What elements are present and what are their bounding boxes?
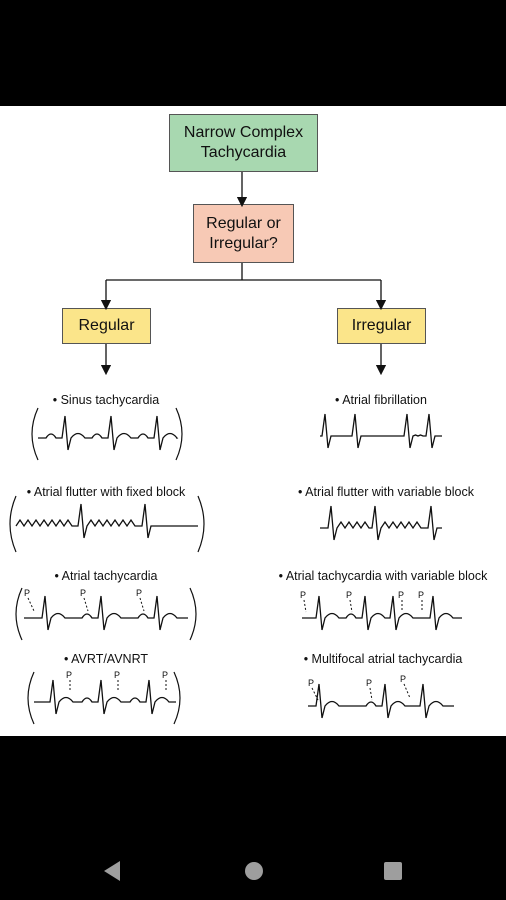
decision-line-2: Irregular? [209, 234, 278, 252]
regular-item-4: • AVRT/AVNRT [63, 652, 149, 666]
p-wave-mat-2-label: P [366, 678, 372, 688]
back-button[interactable] [84, 836, 144, 900]
ecg-atrial-flutter-fixed [15, 503, 198, 539]
irregular-item-3: • Atrial tachycardia with variable block [278, 569, 488, 583]
back-icon [104, 861, 120, 881]
p-wave-atv-2-arrow [349, 599, 353, 613]
bracket-left-avrt-open [27, 671, 35, 725]
p-wave-at-3-label: P [136, 588, 142, 598]
home-button[interactable] [224, 836, 284, 900]
p-wave-atv-3-label: P [398, 590, 404, 600]
recents-icon [384, 862, 402, 880]
recents-button[interactable] [363, 836, 423, 900]
root-line-2: Tachycardia [200, 144, 287, 161]
root-line-1: Narrow Complex [183, 124, 304, 141]
bracket-left-sinus-close [175, 407, 183, 461]
p-wave-at-2-arrow [83, 597, 89, 612]
bracket-left-flutter-close [197, 495, 205, 553]
p-wave-atv-1-label: P [300, 590, 306, 600]
ecg-atrial-flutter-variable [320, 505, 442, 541]
ecg-atrial-tachycardia-variable [302, 595, 462, 631]
regular-item-2: • Atrial flutter with fixed block [26, 485, 186, 499]
p-wave-at-1-label: P [24, 588, 30, 598]
bracket-left-at-open [15, 587, 23, 641]
root-box: Narrow Complex Tachycardia [169, 114, 318, 172]
irregular-item-1: • Atrial fibrillation [335, 393, 427, 407]
bracket-left-avrt-close [173, 671, 181, 725]
p-wave-at-2-label: P [80, 588, 86, 598]
bracket-left-sinus-open [31, 407, 39, 461]
ecg-atrial-fibrillation [320, 413, 442, 449]
decision-line-1: Regular or [206, 214, 281, 232]
p-wave-mat-3-arrow [403, 683, 411, 699]
irregular-item-2: • Atrial flutter with variable block [298, 485, 474, 499]
diagram-canvas: Narrow Complex Tachycardia Regular or Ir… [0, 106, 506, 736]
regular-label: Regular [78, 317, 135, 334]
p-wave-atv-2-label: P [346, 590, 352, 600]
p-wave-atv-1-arrow [303, 599, 307, 613]
ecg-multifocal-at [308, 683, 454, 719]
ecg-atrial-tachycardia [24, 595, 188, 631]
ecg-sinus-tachycardia [38, 415, 179, 451]
p-wave-at-1-arrow [27, 597, 35, 612]
p-wave-mat-3-label: P [400, 674, 406, 684]
navigation-bar [0, 836, 506, 900]
bracket-left-at-close [189, 587, 197, 641]
p-wave-mat-1-label: P [308, 678, 314, 688]
p-wave-avrt-1-label: P [66, 670, 72, 680]
connectors [100, 172, 387, 376]
ecg-strips: P P P P P P P P P P P P P [9, 407, 462, 725]
p-wave-at-3-arrow [139, 597, 145, 612]
decision-box: Regular or Irregular? [193, 204, 294, 263]
p-wave-avrt-3-label: P [162, 670, 168, 680]
irregular-label: Irregular [351, 317, 412, 334]
regular-item-3: • Atrial tachycardia [54, 569, 158, 583]
regular-box: Regular [62, 308, 151, 344]
irregular-item-4: • Multifocal atrial tachycardia [303, 652, 463, 666]
p-wave-avrt-2-label: P [114, 670, 120, 680]
ecg-avrt-avnrt [34, 679, 176, 715]
p-wave-mat-2-arrow [369, 687, 373, 701]
p-wave-atv-4-label: P [418, 590, 424, 600]
regular-item-1: • Sinus tachycardia [52, 393, 160, 407]
home-icon [245, 862, 263, 880]
bracket-left-flutter-open [9, 495, 17, 553]
